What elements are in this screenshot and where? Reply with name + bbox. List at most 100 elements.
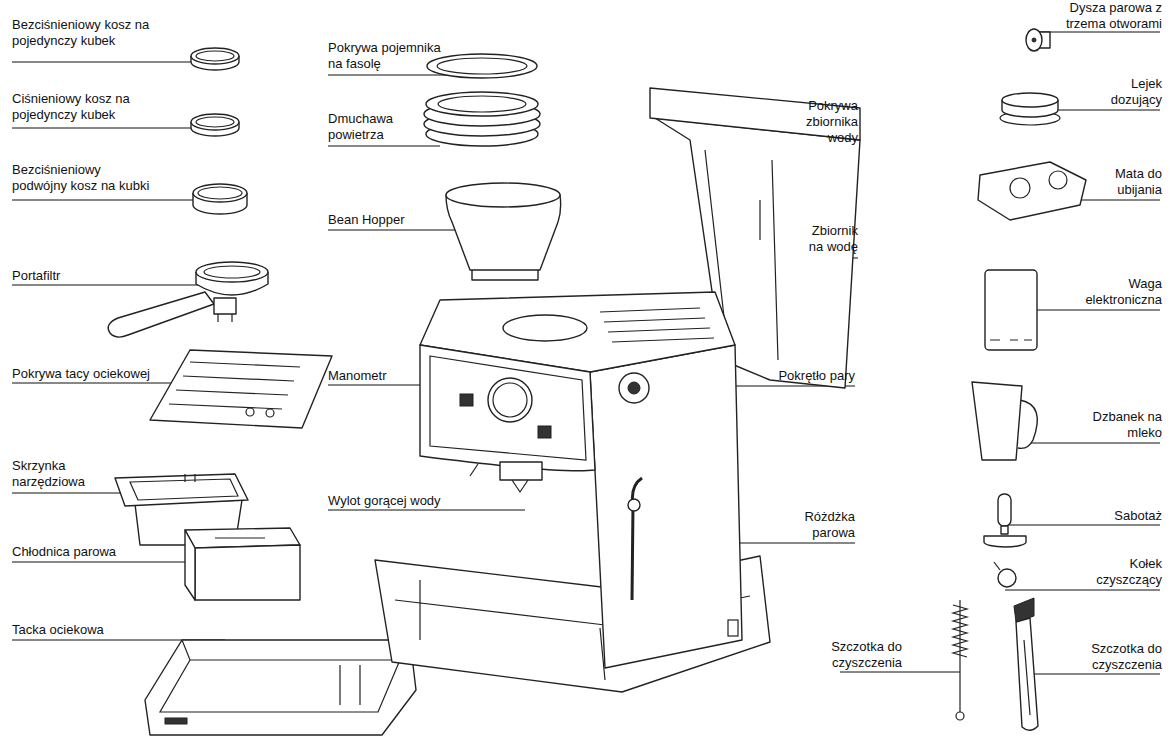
- leader-line: [1040, 32, 1160, 33]
- front-panel-inset: [430, 356, 586, 460]
- top-grille: [600, 308, 714, 342]
- leader-line: [840, 672, 960, 673]
- portafilter: [108, 262, 268, 337]
- leader-line: [328, 230, 470, 231]
- part-label: Szczotka do czyszczenia: [822, 639, 902, 671]
- tray-body: [145, 640, 416, 735]
- side-foot: [728, 620, 738, 636]
- cooler-slot: [215, 537, 265, 538]
- part-label: Bean Hopper: [328, 212, 405, 228]
- tray-badge: [165, 718, 187, 724]
- control-knob: [460, 394, 473, 406]
- cover-hole: [266, 409, 274, 417]
- leader-line: [12, 200, 195, 201]
- steam-wand: [632, 478, 642, 600]
- part-label: Dysza parowa z trzema otworami: [1062, 0, 1162, 32]
- pressure-gauge-face: [493, 383, 527, 417]
- pressure-gauge: [488, 378, 532, 422]
- brush-handle: [959, 600, 960, 712]
- leader-line: [12, 562, 212, 563]
- tamper-handle: [998, 494, 1011, 526]
- portafilter-spout: [214, 298, 236, 314]
- basket-inner: [196, 117, 234, 127]
- funnel-top: [1002, 93, 1058, 107]
- leader-lines: [12, 32, 1160, 674]
- brush-loop: [956, 712, 964, 720]
- part-label: Zbiornik na wodę: [798, 223, 858, 255]
- leader-line: [1028, 674, 1160, 675]
- tool-box-rim: [115, 474, 248, 506]
- grinder-socket: [503, 315, 587, 341]
- leader-line: [12, 383, 185, 384]
- drip-tray: [145, 640, 416, 735]
- hopper-lid-inner: [437, 58, 527, 74]
- part-label: Pokrętło pary: [755, 368, 855, 384]
- hopper-lid: [427, 54, 537, 78]
- cover-plate: [150, 350, 332, 428]
- basket-rim: [191, 114, 239, 130]
- blower-inner: [438, 96, 526, 112]
- part-label: Różdżka parowa: [795, 509, 855, 541]
- group-head: [500, 462, 542, 480]
- portafilter-rim: [196, 262, 268, 282]
- blower-ring: [426, 92, 538, 116]
- part-label: Skrzynka narzędziowa: [12, 458, 102, 490]
- steam-knob-center: [628, 382, 640, 394]
- cover-hole: [246, 408, 254, 416]
- cleaning-pin-tip: [994, 562, 1000, 570]
- leader-line: [328, 146, 440, 147]
- espresso-machine: [375, 292, 770, 692]
- leader-line: [1005, 590, 1160, 591]
- part-label: Bezciśnieniowy kosz na pojedynczy kubek: [12, 17, 177, 49]
- milk-jug: [972, 382, 1022, 460]
- machine-side: [590, 345, 742, 668]
- portafilter-inner: [204, 266, 260, 278]
- part-label: Chłodnica parowa: [12, 544, 116, 560]
- hot-water-outlet: [470, 464, 528, 492]
- tool-box-inner: [130, 479, 238, 500]
- leader-line: [328, 510, 525, 511]
- tray-divider: [340, 665, 360, 705]
- part-label: Dmuchawa powietrza: [328, 111, 408, 143]
- steam-knob: [619, 373, 649, 403]
- mat-recess: [1010, 178, 1030, 198]
- leader-line: [12, 62, 192, 63]
- cover-slots: [169, 362, 300, 409]
- brush-bristles: [953, 605, 967, 657]
- part-label: Pokrywa pojemnika na fasolę: [328, 40, 453, 72]
- scale-display: [990, 339, 1032, 340]
- tamper-base: [984, 536, 1026, 547]
- hopper-top: [446, 183, 560, 207]
- portafilter-handle: [108, 292, 214, 337]
- cooler-front: [195, 545, 300, 600]
- brush-handle: [1016, 618, 1038, 730]
- part-label: Pokrywa tacy ociekowej: [12, 366, 150, 382]
- leader-line: [1010, 443, 1160, 444]
- part-label: Dzbanek na mleko: [1087, 409, 1162, 441]
- part-label: Mata do ubijania: [1102, 166, 1162, 198]
- leader-line: [1020, 310, 1160, 311]
- steam-tip-hole: [1032, 38, 1036, 42]
- leader-line: [12, 285, 198, 286]
- tray-inner: [160, 640, 410, 712]
- bean-hopper-group: [424, 54, 561, 280]
- leader-line: [12, 128, 192, 129]
- part-label: Szczotka do czyszczenia: [1082, 641, 1162, 673]
- portafilter-spout-tips: [218, 314, 232, 322]
- part-label: Kołek czyszczący: [1092, 556, 1162, 588]
- front-panel: [420, 345, 595, 471]
- part-label: Ciśnieniowy kosz na pojedynczy kubek: [12, 91, 177, 123]
- steam-cooler: [185, 528, 300, 600]
- part-label: Wylot gorącej wody: [328, 493, 441, 509]
- brush-slot: [1024, 640, 1030, 715]
- mat-recess: [1049, 171, 1067, 189]
- accessories: [953, 29, 1086, 730]
- leader-line: [1005, 525, 1160, 526]
- control-knob: [538, 426, 551, 438]
- part-label: Waga elektroniczna: [1080, 276, 1162, 308]
- cooler-side: [185, 530, 195, 600]
- part-label: Lejek dozujący: [1097, 76, 1162, 108]
- steam-tip-face: [1026, 29, 1042, 51]
- basket-rim: [193, 184, 247, 202]
